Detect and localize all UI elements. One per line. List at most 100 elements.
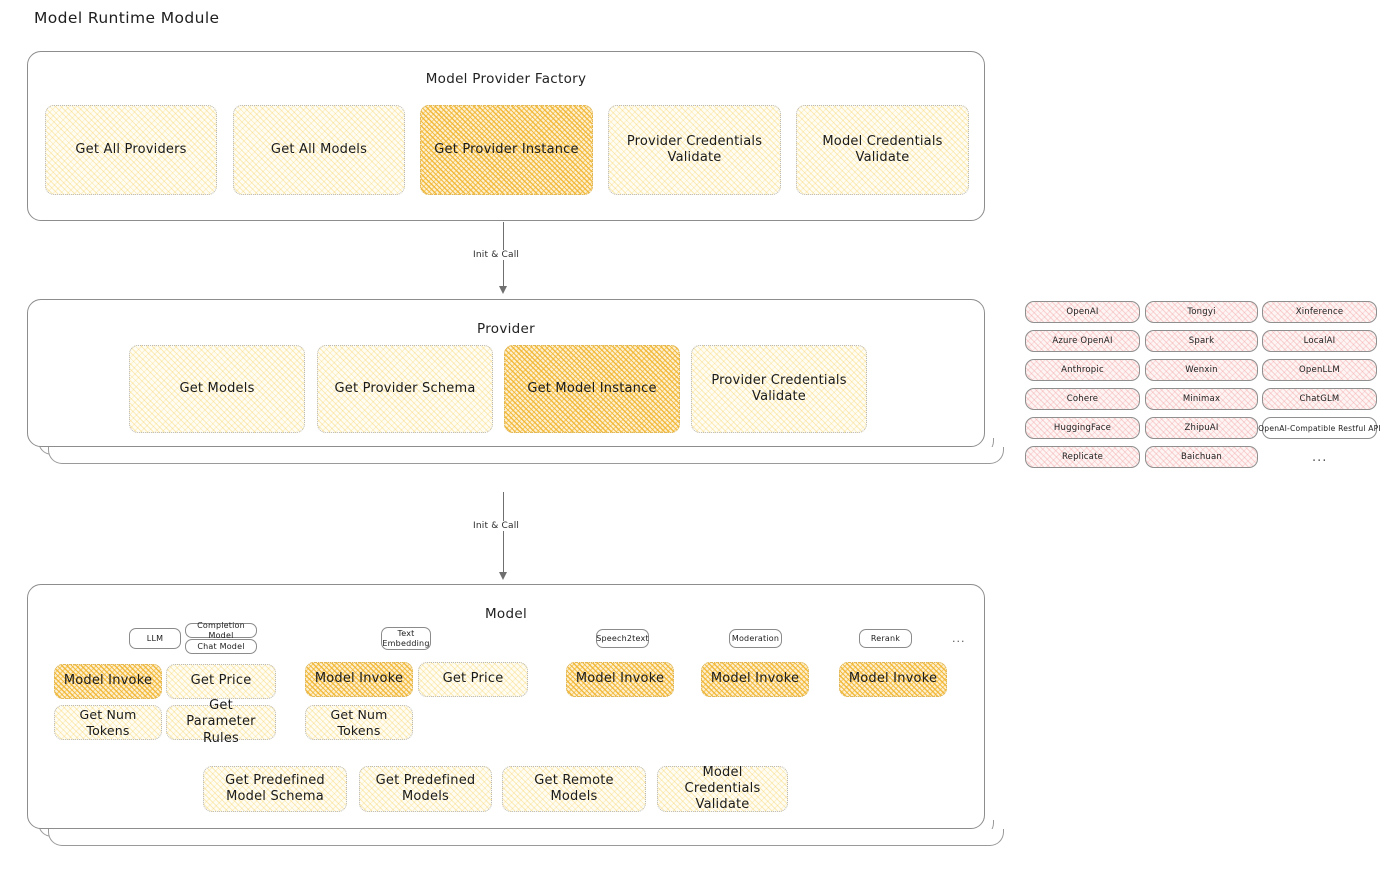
provider-tag-spark[interactable]: Spark xyxy=(1145,330,1258,352)
page-title: Model Runtime Module xyxy=(34,9,220,27)
provider-tag-label: Minimax xyxy=(1182,394,1221,404)
provider-tag-label: OpenAI-Compatible Restful API xyxy=(1258,423,1381,433)
model-subtype-badge-completion-model[interactable]: Completion Model xyxy=(185,621,257,640)
provider-list-more: ... xyxy=(1312,450,1328,465)
factory-box-label: Get All Providers xyxy=(75,141,187,157)
method-label: Model Invoke xyxy=(314,671,404,687)
provider-tag-huggingface[interactable]: HuggingFace xyxy=(1025,417,1140,439)
model-subtype-label: Completion Model xyxy=(197,621,245,640)
provider-tag-label: Anthropic xyxy=(1061,365,1104,375)
model-type-badge-speech2text[interactable]: Speech2text xyxy=(596,629,649,648)
model-type-label: Text Embedding xyxy=(382,629,430,648)
method-label: Get Predefined Models xyxy=(375,772,476,804)
factory-box-get-provider-instance[interactable]: Get Provider Instance xyxy=(420,105,593,195)
provider-tag-wenxin[interactable]: Wenxin xyxy=(1145,359,1258,381)
text-embedding-method-get-price[interactable]: Get Price xyxy=(418,662,528,697)
method-label: Get Parameter Rules xyxy=(186,698,256,746)
factory-box-model-credentials-validate[interactable]: Model Credentials Validate xyxy=(796,105,969,195)
provider-tag-chatglm[interactable]: ChatGLM xyxy=(1262,388,1377,410)
model-type-badge-text-embedding[interactable]: Text Embedding xyxy=(381,627,431,650)
provider-tag-label: HuggingFace xyxy=(1053,423,1112,433)
provider-tag-label: Spark xyxy=(1188,336,1215,346)
method-label: Get Num Tokens xyxy=(330,706,388,738)
provider-tag-anthropic[interactable]: Anthropic xyxy=(1025,359,1140,381)
model-common-get-predefined-models[interactable]: Get Predefined Models xyxy=(359,766,492,812)
provider-tag-label: Baichuan xyxy=(1180,452,1223,462)
text-embedding-method-get-num-tokens[interactable]: Get Num Tokens xyxy=(305,705,413,740)
method-label: Model Invoke xyxy=(575,671,665,687)
method-label: Model Invoke xyxy=(710,671,800,687)
provider-tag-xinference[interactable]: Xinference xyxy=(1262,301,1377,323)
model-types-more: ... xyxy=(952,632,966,645)
provider-tag-minimax[interactable]: Minimax xyxy=(1145,388,1258,410)
llm-method-get-parameter-rules[interactable]: Get Parameter Rules xyxy=(166,698,276,746)
provider-tag-openai[interactable]: OpenAI xyxy=(1025,301,1140,323)
provider-tag-label: OpenAI xyxy=(1066,307,1099,317)
factory-box-provider-credentials-validate[interactable]: Provider Credentials Validate xyxy=(608,105,781,195)
provider-tag-replicate[interactable]: Replicate xyxy=(1025,446,1140,468)
provider-box-get-provider-schema[interactable]: Get Provider Schema xyxy=(317,345,493,433)
model-common-get-remote-models[interactable]: Get Remote Models xyxy=(502,766,646,812)
factory-box-get-all-providers[interactable]: Get All Providers xyxy=(45,105,217,195)
provider-box-label: Get Models xyxy=(179,380,255,396)
provider-tag-localai[interactable]: LocalAI xyxy=(1262,330,1377,352)
model-type-label: Moderation xyxy=(731,633,780,643)
provider-tag-label: Replicate xyxy=(1061,452,1104,462)
llm-method-get-num-tokens[interactable]: Get Num Tokens xyxy=(54,705,162,740)
method-label: Get Price xyxy=(190,673,252,689)
method-label: Model Invoke xyxy=(848,671,938,687)
provider-title: Provider xyxy=(477,321,535,337)
model-title: Model xyxy=(484,606,528,622)
provider-tag-tongyi[interactable]: Tongyi xyxy=(1145,301,1258,323)
provider-tag-label: Cohere xyxy=(1066,394,1099,404)
method-label: Get Num Tokens xyxy=(79,706,137,738)
factory-box-label: Model Credentials Validate xyxy=(822,133,943,165)
method-label: Model Invoke xyxy=(63,673,153,689)
factory-box-get-all-models[interactable]: Get All Models xyxy=(233,105,405,195)
provider-tag-label: Azure OpenAI xyxy=(1052,336,1113,346)
model-subtype-label: Chat Model xyxy=(197,641,245,651)
model-type-label: Speech2text xyxy=(596,633,649,643)
provider-box-get-model-instance[interactable]: Get Model Instance xyxy=(504,345,680,433)
provider-tag-label: ZhipuAI xyxy=(1184,423,1219,433)
model-type-badge-llm[interactable]: LLM xyxy=(129,628,181,649)
moderation-method-model-invoke[interactable]: Model Invoke xyxy=(701,662,809,697)
provider-tag-openllm[interactable]: OpenLLM xyxy=(1262,359,1377,381)
model-type-badge-rerank[interactable]: Rerank xyxy=(859,629,912,648)
provider-tag-label: Xinference xyxy=(1295,307,1344,317)
provider-tag-label: Wenxin xyxy=(1185,365,1218,375)
model-type-label: Rerank xyxy=(870,633,901,643)
provider-box-label: Get Model Instance xyxy=(527,380,657,396)
factory-box-label: Provider Credentials Validate xyxy=(626,133,763,165)
provider-tag-cohere[interactable]: Cohere xyxy=(1025,388,1140,410)
rerank-method-model-invoke[interactable]: Model Invoke xyxy=(839,662,947,697)
provider-box-provider-credentials-validate[interactable]: Provider Credentials Validate xyxy=(691,345,867,433)
factory-box-label: Get Provider Instance xyxy=(434,141,579,157)
llm-method-model-invoke[interactable]: Model Invoke xyxy=(54,664,162,699)
provider-box-label: Provider Credentials Validate xyxy=(711,372,847,404)
provider-tag-baichuan[interactable]: Baichuan xyxy=(1145,446,1258,468)
model-subtype-badge-chat-model[interactable]: Chat Model xyxy=(185,639,257,654)
method-label: Get Predefined Model Schema xyxy=(225,772,325,804)
provider-tag-label: OpenLLM xyxy=(1299,365,1340,375)
method-label: Get Remote Models xyxy=(534,772,614,804)
llm-method-get-price[interactable]: Get Price xyxy=(166,664,276,699)
model-common-model-credentials-validate[interactable]: Model Credentials Validate xyxy=(657,765,788,812)
speech2text-method-model-invoke[interactable]: Model Invoke xyxy=(566,662,674,697)
model-type-badge-moderation[interactable]: Moderation xyxy=(729,629,782,648)
factory-box-label: Get All Models xyxy=(270,141,368,157)
model-type-label: LLM xyxy=(146,633,164,643)
provider-tag-label: LocalAI xyxy=(1303,336,1336,346)
model-provider-factory-title: Model Provider Factory xyxy=(425,71,587,87)
provider-tag-azure-openai[interactable]: Azure OpenAI xyxy=(1025,330,1140,352)
model-common-get-predefined-model-schema[interactable]: Get Predefined Model Schema xyxy=(203,766,347,812)
provider-box-get-models[interactable]: Get Models xyxy=(129,345,305,433)
arrow-label: Init & Call xyxy=(469,250,524,260)
method-label: Get Price xyxy=(442,671,504,687)
provider-tag-label: Tongyi xyxy=(1187,307,1216,317)
provider-tag-openai-compatible-restful-api[interactable]: OpenAI-Compatible Restful API xyxy=(1258,417,1381,439)
provider-tag-zhipuai[interactable]: ZhipuAI xyxy=(1145,417,1258,439)
provider-tag-label: ChatGLM xyxy=(1299,394,1340,404)
text-embedding-method-model-invoke[interactable]: Model Invoke xyxy=(305,662,413,697)
